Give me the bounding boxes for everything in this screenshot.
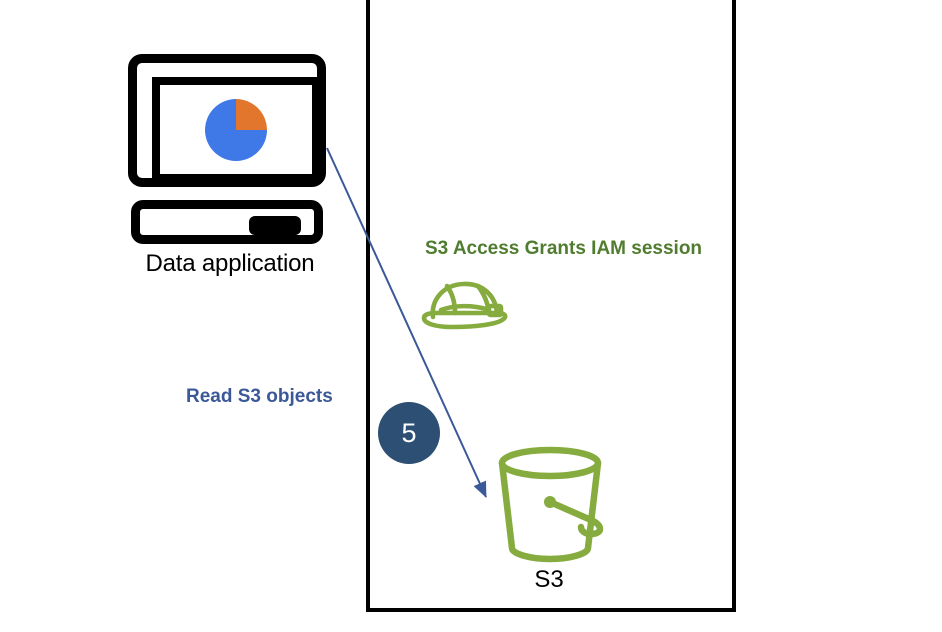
monitor-outer-frame [128,54,326,187]
data-application-icon [128,54,326,244]
hard-hat-icon [421,281,508,330]
computer-base [131,200,323,244]
monitor-screen [152,77,320,182]
s3-bucket-icon [498,446,604,563]
iam-session-label: S3 Access Grants IAM session [425,238,703,259]
data-application-label: Data application [145,250,315,277]
computer-base-slot [249,216,301,235]
read-s3-objects-label: Read S3 objects [186,386,333,407]
s3-label: S3 [534,566,564,593]
pie-chart-icon [205,98,267,161]
step-number-badge: 5 [378,402,440,464]
